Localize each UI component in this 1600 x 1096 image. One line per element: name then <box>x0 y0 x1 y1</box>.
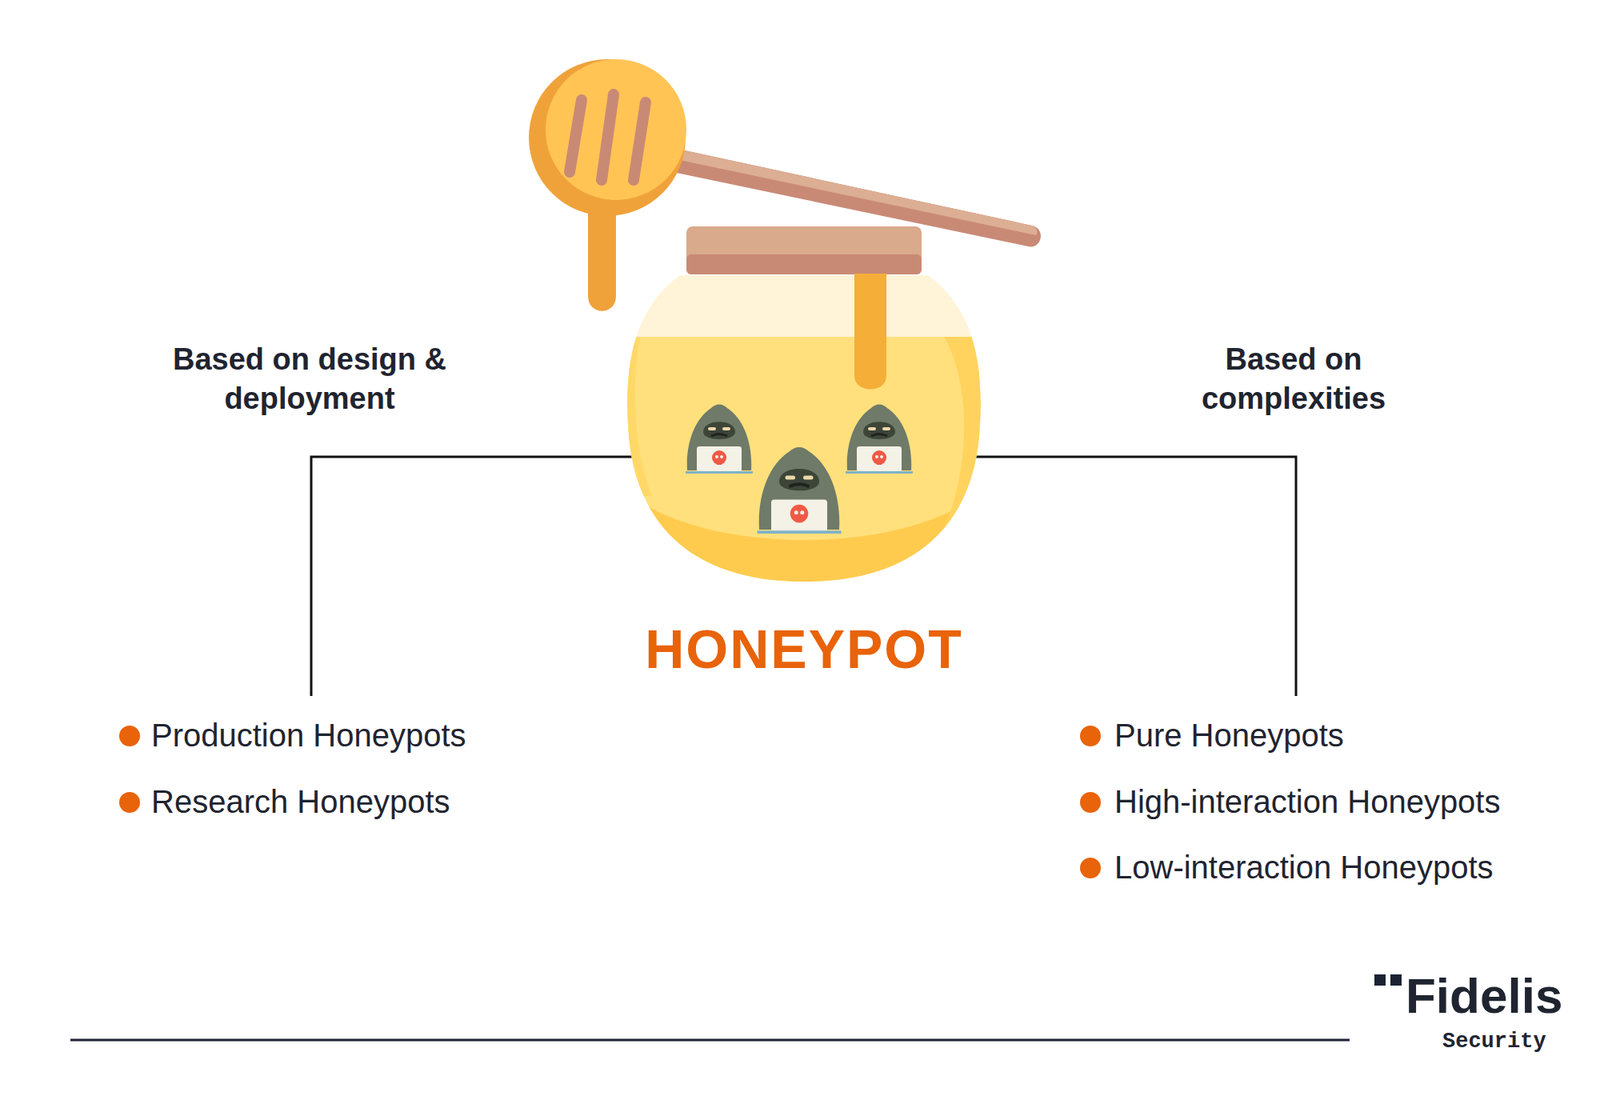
list-item: High-interaction Honeypots <box>1114 780 1595 823</box>
list-item: Research Honeypots <box>151 780 632 823</box>
hacker-figures <box>685 404 913 535</box>
honey-jar <box>616 226 992 593</box>
logo-subtitle: Security <box>1442 1031 1587 1053</box>
list-item: Low-interaction Honeypots <box>1114 846 1595 888</box>
center-title: HONEYPOT <box>604 617 1004 680</box>
group-heading: Based on design & deployment <box>141 340 478 420</box>
list-item: Production Honeypots <box>151 714 632 756</box>
logo-mark <box>1374 974 1402 986</box>
list-item: Pure Honeypots <box>1114 714 1595 756</box>
group-heading: Based on complexities <box>1165 340 1422 420</box>
honey-dipper <box>528 59 1041 312</box>
logo-wordmark: Fidelis <box>1405 971 1590 1021</box>
bottom-rule <box>70 1039 1350 1042</box>
